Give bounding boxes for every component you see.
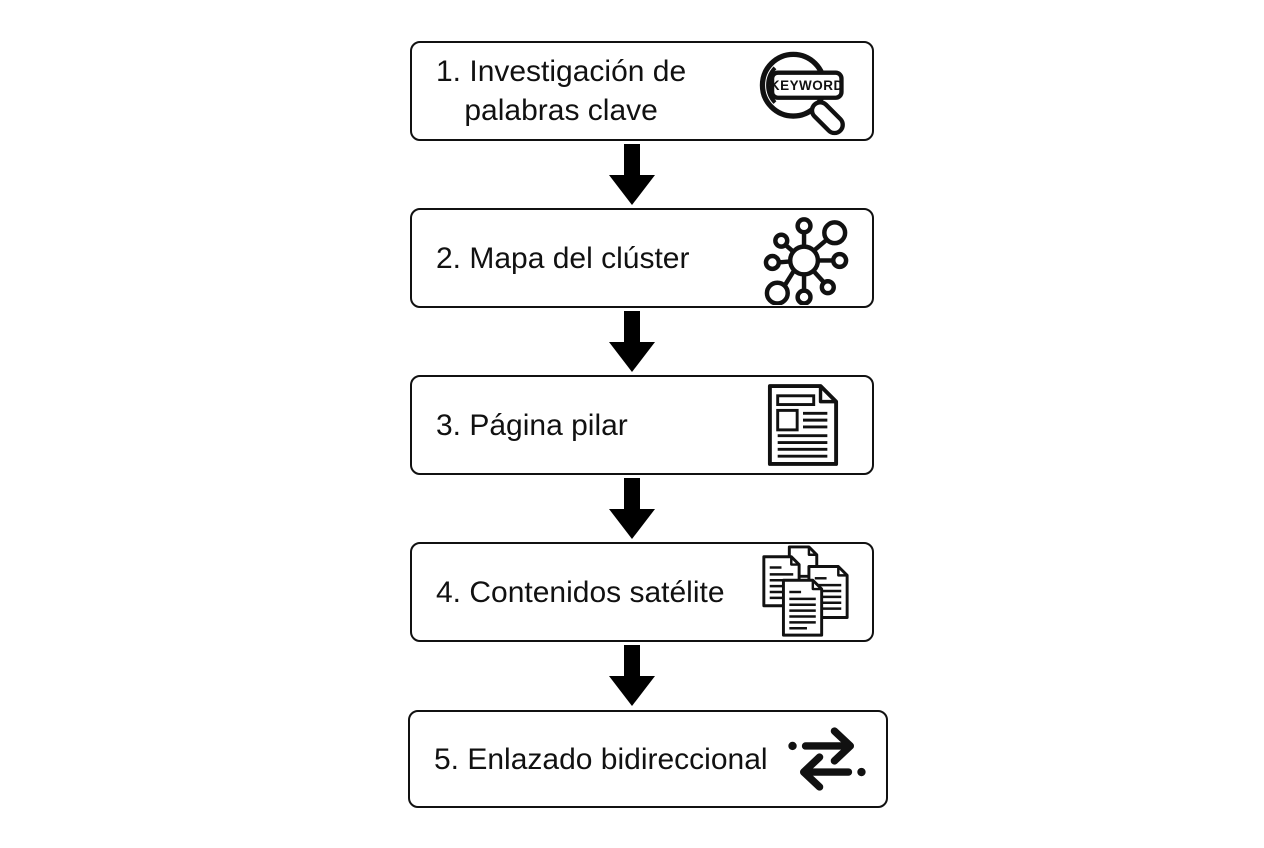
down-arrow-connector	[608, 645, 656, 707]
step-3-label: 3. Página pilar	[436, 408, 628, 442]
satellite-documents-icon	[756, 543, 854, 641]
step-2-box: 2. Mapa del clúster	[410, 208, 874, 308]
keyword-magnifier-icon: KEYWORD	[748, 44, 854, 138]
step-2-label: 2. Mapa del clúster	[436, 241, 690, 275]
step-4-box: 4. Contenidos satélite	[410, 542, 874, 642]
step-5-box: 5. Enlazado bidireccional	[408, 710, 888, 808]
step-3-box: 3. Página pilar	[410, 375, 874, 475]
cluster-network-icon	[762, 211, 854, 305]
svg-text:KEYWORD: KEYWORD	[770, 78, 844, 93]
step-5-label: 5. Enlazado bidireccional	[434, 742, 768, 776]
down-arrow-connector	[608, 144, 656, 206]
step-1-box: 1. Investigación de palabras clave KEYWO…	[410, 41, 874, 141]
step-1-label: 1. Investigación de palabras clave	[436, 55, 687, 127]
bidirectional-link-arrows-icon	[786, 722, 868, 796]
down-arrow-connector	[608, 478, 656, 540]
step-4-label: 4. Contenidos satélite	[436, 575, 725, 609]
down-arrow-connector	[608, 311, 656, 373]
pillar-page-document-icon	[766, 383, 840, 467]
